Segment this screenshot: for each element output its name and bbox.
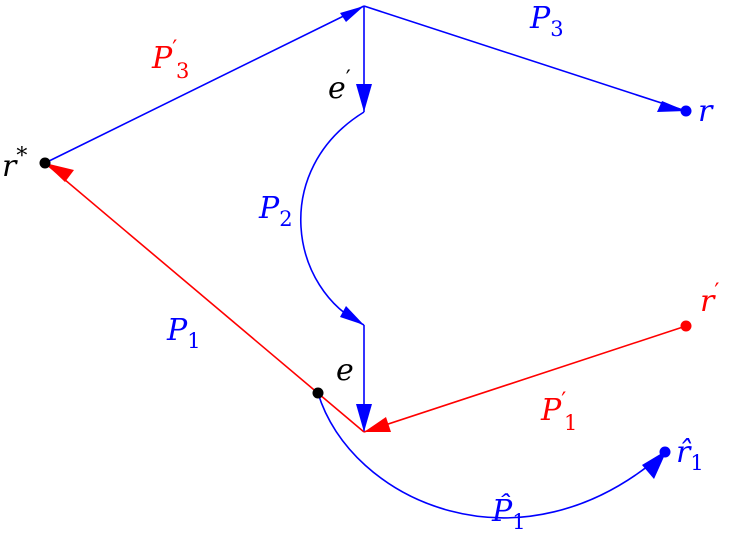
arrowhead-r-hat xyxy=(642,450,667,479)
label-e-prime: e′ xyxy=(328,67,351,106)
label-p1: P1 xyxy=(166,313,201,353)
path-p2-curve xyxy=(300,111,365,326)
label-r-prime: r′ xyxy=(700,280,719,319)
label-e: e xyxy=(336,353,354,388)
label-r: r xyxy=(698,94,714,129)
node-r-hat-1 xyxy=(659,446,671,458)
label-r-star: r* xyxy=(2,144,27,184)
arrowhead-top xyxy=(340,6,364,22)
path-p1-hat-curve xyxy=(317,392,666,519)
node-r-star xyxy=(39,157,51,169)
edge-to-rstar xyxy=(44,162,365,433)
node-r-prime xyxy=(680,320,692,332)
label-p3-prime: P′3 xyxy=(151,37,189,83)
node-r xyxy=(680,105,692,117)
edge-top-to-r xyxy=(363,5,687,112)
edge-rprime-to-e xyxy=(363,325,687,433)
label-p1-hat: P̂1 xyxy=(491,494,526,534)
node-p1-junction xyxy=(312,387,324,399)
edge-rstar-to-top xyxy=(44,5,365,164)
arrowhead-e xyxy=(356,404,372,432)
arrowhead-e-prime xyxy=(356,84,372,112)
label-p1-prime: P′1 xyxy=(540,389,577,435)
label-p2: P2 xyxy=(258,191,293,231)
arrowhead-r xyxy=(657,101,686,112)
arrowhead-rstar xyxy=(45,163,74,182)
label-p3: P3 xyxy=(529,1,564,41)
arrowhead-p2 xyxy=(340,306,364,325)
label-r-hat-1: r̂1 xyxy=(676,435,704,475)
arrowhead-e-red xyxy=(364,417,391,432)
